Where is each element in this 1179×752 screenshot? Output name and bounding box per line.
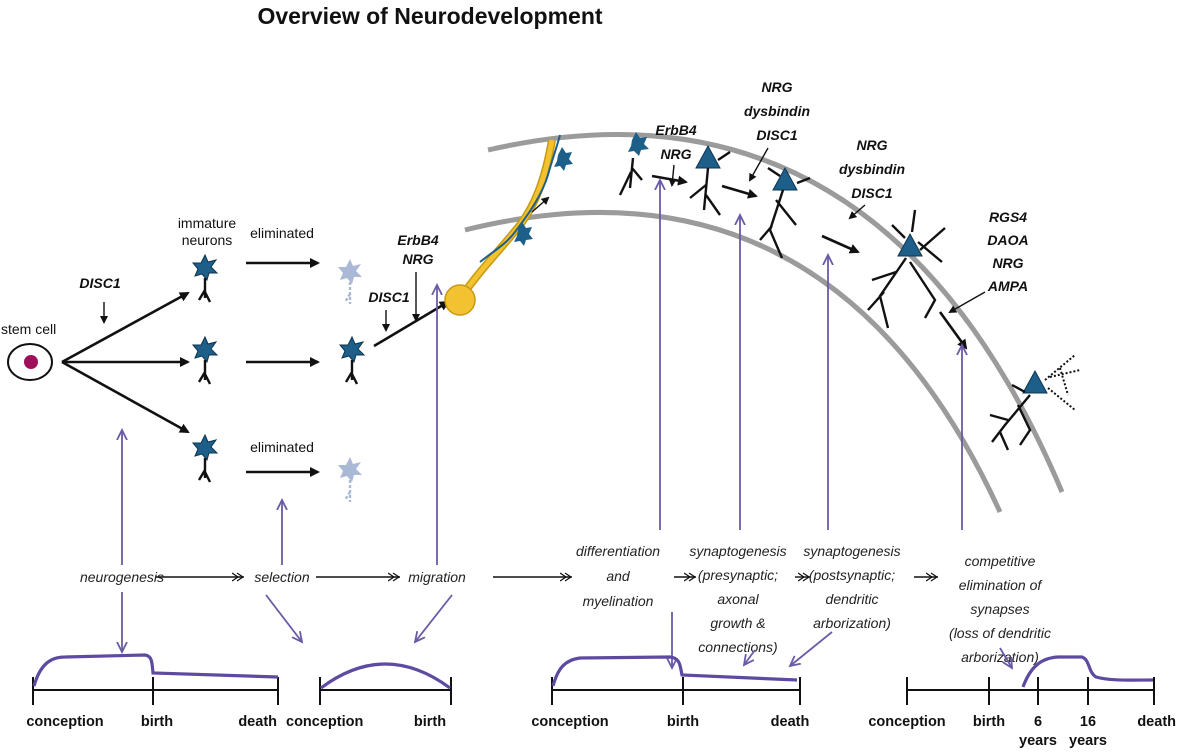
timeline-pointer-arrow [999, 647, 1012, 668]
stem-cell [7, 343, 53, 381]
timeline-neurogenesis [32, 653, 279, 705]
maturation-arrow [651, 174, 688, 186]
immature-neuron [191, 433, 219, 484]
timeline-label: death [1137, 714, 1176, 730]
gene-disc1: DISC1 [368, 289, 409, 305]
process-neurogenesis: neurogenesis [80, 569, 164, 585]
timeline-pointer-arrow [744, 649, 756, 665]
timeline-sublabel: years [1019, 733, 1057, 749]
gene-arrow [848, 204, 866, 220]
immature-neuron [191, 253, 219, 304]
neuron-on-cortex [759, 167, 811, 259]
timeline-label: death [771, 714, 810, 730]
timeline-label: birth [414, 714, 446, 730]
timeline-pointer-arrow [790, 631, 833, 666]
eliminated-label-bottom: eliminated [250, 439, 314, 455]
maturation-arrow [821, 234, 860, 254]
arrow-to-neuron-top [61, 291, 190, 364]
gene-disc1: DISC1 [79, 275, 120, 291]
timeline-pointer-arrow [415, 594, 453, 642]
timeline-selection-migration [319, 662, 452, 705]
maturation-arrow [938, 311, 968, 350]
timeline-label: conception [531, 714, 608, 730]
process-migration: migration [408, 569, 466, 585]
timeline-sublabel: years [1069, 733, 1107, 749]
arrow-to-neuron-bottom [61, 360, 190, 434]
timeline-label: 6 [1034, 714, 1042, 730]
immature-neuron [191, 335, 219, 386]
eliminated-neuron [336, 455, 364, 504]
timeline-pointer-arrow [265, 594, 302, 642]
timeline-label: death [238, 714, 277, 730]
migrating-neuron-on-radial-glia [444, 134, 573, 316]
surviving-neuron [338, 335, 366, 386]
page-title: Overview of Neurodevelopment [257, 3, 602, 29]
neuron-eliminating-synapses [989, 354, 1081, 451]
timeline-synapse-elimination [906, 655, 1155, 705]
maturation-arrow [721, 184, 758, 199]
inner-cortex-arc [464, 210, 1003, 514]
neuron-on-cortex [618, 132, 649, 196]
migration-direction-arrow [531, 196, 550, 213]
timeline-label: birth [141, 714, 173, 730]
gene-arrow [749, 147, 769, 182]
timeline-differentiation-synaptogenesis [551, 655, 801, 705]
process-selection: selection [254, 569, 309, 585]
timeline-label: conception [286, 714, 363, 730]
migration-arrow [373, 300, 450, 348]
eliminated-label-top: eliminated [250, 225, 314, 241]
gene-arrow [948, 291, 986, 313]
timeline-label: conception [868, 714, 945, 730]
timeline-label: conception [26, 714, 103, 730]
gene-arrow [668, 164, 677, 187]
neuron-on-cortex [867, 209, 946, 329]
timeline-label: birth [973, 714, 1005, 730]
neuron-on-cortex [689, 145, 731, 216]
outer-cortex-arc [487, 131, 1065, 493]
eliminated-neuron [336, 257, 364, 306]
timeline-label: birth [667, 714, 699, 730]
stem-cell-label: stem cell [1, 321, 56, 337]
timeline-label: 16 [1080, 714, 1096, 730]
